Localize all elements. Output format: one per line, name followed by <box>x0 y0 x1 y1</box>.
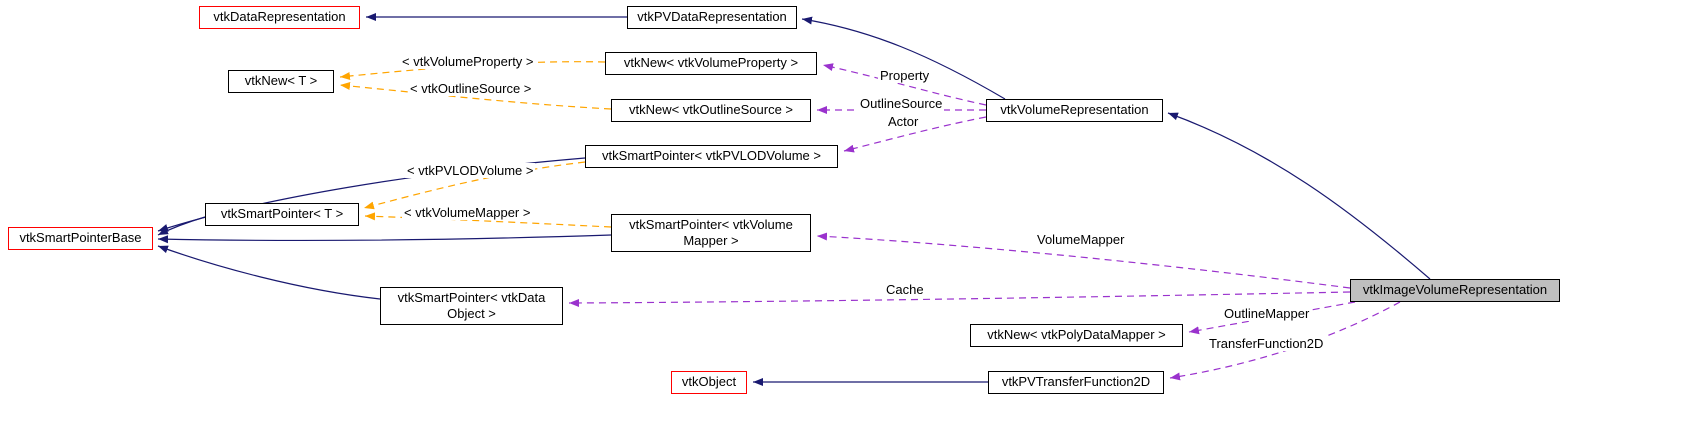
node-vtknew-vtkpolydatamapper[interactable]: vtkNew< vtkPolyDataMapper > <box>970 324 1183 347</box>
edge-inherit-volumerepresentation-to-pvdatarepresentation <box>801 16 1006 100</box>
edge-label-template-vtkpvlodvolume: < vtkPVLODVolume > <box>405 163 536 178</box>
node-vtksmartpointer-vtkdataobject[interactable]: vtkSmartPointer< vtkData Object > <box>380 287 563 325</box>
node-vtkpvdatarepresentation[interactable]: vtkPVDataRepresentation <box>627 6 797 29</box>
edge-usage-property <box>822 63 987 106</box>
node-vtknew-t[interactable]: vtkNew< T > <box>228 70 334 93</box>
node-vtknew-vtkoutlinesource[interactable]: vtkNew< vtkOutlineSource > <box>611 99 811 122</box>
edge-template-smartpointervolumemapper-to-smartpointert <box>364 212 612 228</box>
edge-label-property: Property <box>878 68 932 83</box>
node-vtksmartpointer-vtkpvlodvolume[interactable]: vtkSmartPointer< vtkPVLODVolume > <box>585 145 838 168</box>
node-vtkimagevolumerepresentation-focus: vtkImageVolumeRepresentation <box>1350 279 1560 302</box>
edge-label-cache: Cache <box>884 282 926 297</box>
edge-label-actor: Actor <box>886 114 921 129</box>
node-vtkvolumerepresentation[interactable]: vtkVolumeRepresentation <box>986 99 1163 122</box>
edge-label-volumemapper: VolumeMapper <box>1035 232 1127 247</box>
node-vtknew-vtkvolumeproperty[interactable]: vtkNew< vtkVolumeProperty > <box>605 52 817 75</box>
node-vtkobject[interactable]: vtkObject <box>671 371 747 394</box>
edge-usage-volumemapper <box>816 232 1351 289</box>
edge-label-outlinesource: OutlineSource <box>858 96 945 111</box>
node-vtkdatarepresentation[interactable]: vtkDataRepresentation <box>199 6 360 29</box>
node-vtksmartpointerbase[interactable]: vtkSmartPointerBase <box>8 227 153 250</box>
edge-label-template-vtkvolumemapper: < vtkVolumeMapper > <box>402 205 533 220</box>
edge-label-outlinemapper: OutlineMapper <box>1222 306 1312 321</box>
edge-usage-actor <box>843 116 987 153</box>
edge-inherit-smartpointervolumemapper-to-smartpointerbase <box>157 234 612 244</box>
node-vtksmartpointer-t[interactable]: vtkSmartPointer< T > <box>205 203 359 226</box>
edge-label-transferfunction2d: TransferFunction2D <box>1207 336 1326 351</box>
edge-usage-cache <box>568 291 1351 307</box>
edge-inherit-imagevolumerepresentation-to-volumerepresentation <box>1167 112 1431 280</box>
node-vtkpvtransferfunction2d[interactable]: vtkPVTransferFunction2D <box>988 371 1164 394</box>
edge-label-template-vtkoutlinesource: < vtkOutlineSource > <box>408 81 534 96</box>
node-vtksmartpointer-vtkvolumemapper[interactable]: vtkSmartPointer< vtkVolume Mapper > <box>611 214 811 252</box>
edge-template-newoutlinesource-to-newt <box>339 82 612 110</box>
edge-inherit-smartpointerdataobject-to-smartpointerbase <box>157 245 381 300</box>
edge-template-newvolumeproperty-to-newt <box>339 61 606 80</box>
edge-usage-outlinemapper <box>1188 301 1356 335</box>
edge-label-template-vtkvolumeproperty: < vtkVolumeProperty > <box>400 54 536 69</box>
